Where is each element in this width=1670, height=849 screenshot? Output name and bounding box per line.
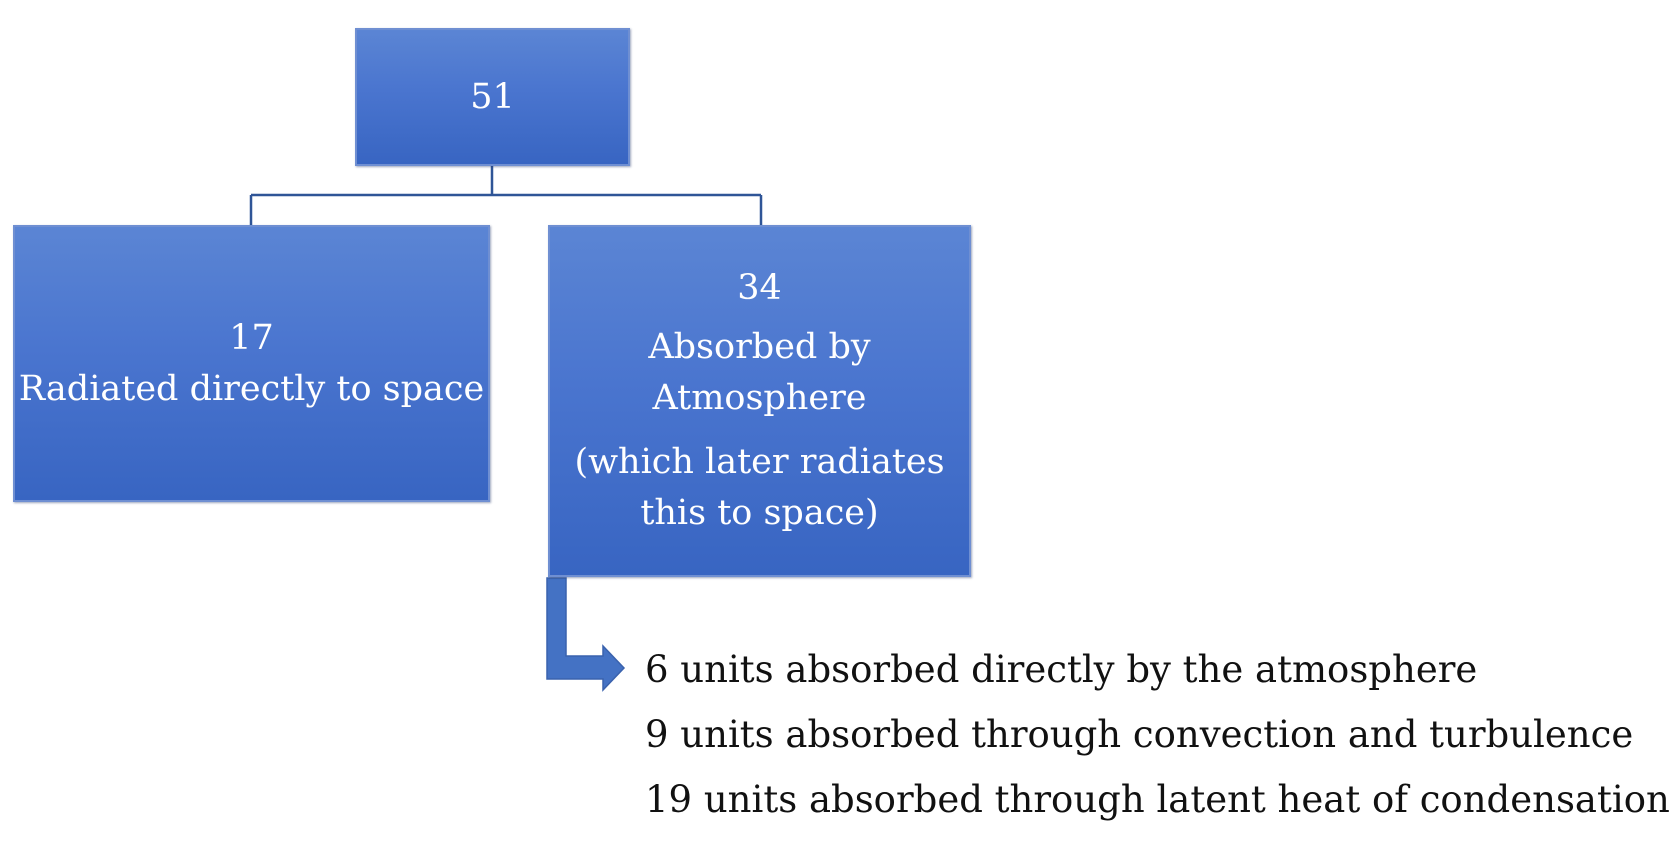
absorbed-node: 34 Absorbed by Atmosphere (which later r… [548,225,971,577]
absorbed-label-line-1: Absorbed by [648,326,871,367]
breakdown-item: 9 units absorbed through convection and … [645,713,1634,756]
absorption-breakdown-list: 6 units absorbed directly by the atmosph… [645,645,1670,840]
absorbed-note-line-2: this to space) [640,493,879,534]
breakdown-item: 19 units absorbed through latent heat of… [645,778,1670,821]
root-value: 51 [470,76,515,117]
absorbed-note-line-1: (which later radiates [574,442,945,483]
radiated-label: Radiated directly to space [18,368,485,409]
radiated-value: 17 [229,317,274,358]
absorbed-value: 34 [737,268,782,309]
tree-connector [249,166,763,225]
root-node: 51 [355,28,630,166]
radiated-node: 17 Radiated directly to space [13,225,490,502]
bent-arrow-icon [546,577,626,692]
breakdown-item: 6 units absorbed directly by the atmosph… [645,648,1478,691]
absorbed-label-line-2: Atmosphere [652,377,867,418]
